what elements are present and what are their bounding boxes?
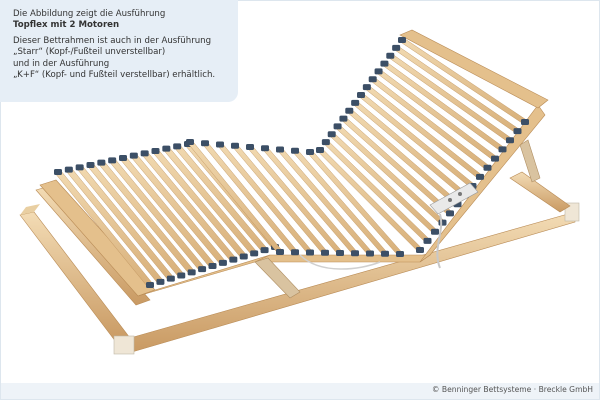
slat-cap bbox=[119, 155, 127, 161]
caption-line-6: „K+F“ (Kopf- und Fußteil verstellbar) er… bbox=[13, 70, 216, 81]
slat-cap bbox=[368, 76, 377, 83]
slat-cap bbox=[208, 263, 217, 269]
slat bbox=[341, 116, 452, 216]
slat-cap bbox=[396, 251, 404, 257]
slat-cap bbox=[177, 272, 186, 279]
slat-cap bbox=[231, 142, 239, 149]
footer-strip bbox=[1, 383, 599, 399]
slat-cap bbox=[151, 148, 160, 154]
slat bbox=[335, 124, 445, 225]
slat-cap bbox=[229, 256, 238, 263]
slat-cap bbox=[108, 157, 117, 164]
slat-cap bbox=[261, 145, 269, 152]
slat-cap bbox=[156, 278, 165, 285]
slat-cap bbox=[362, 84, 371, 91]
slat-cap bbox=[483, 164, 492, 171]
slat-cap bbox=[321, 249, 329, 256]
caption-line-5: und in der Ausführung bbox=[13, 58, 110, 69]
copyright-notice: © Benninger Bettsysteme · Breckle GmbH bbox=[431, 385, 593, 394]
slat-cap bbox=[276, 249, 284, 255]
head-slats bbox=[316, 37, 529, 253]
caption-line-3: Dieser Bettrahmen ist auch in der Ausfüh… bbox=[13, 35, 212, 46]
slat-cap bbox=[491, 155, 499, 162]
slat-cap bbox=[446, 210, 454, 217]
slat-cap bbox=[260, 247, 269, 254]
slat-cap bbox=[351, 250, 359, 257]
slat bbox=[329, 132, 437, 234]
slat-cap bbox=[386, 52, 395, 59]
caption-panel: Die Abbildung zeigt die Ausführung Topfl… bbox=[0, 0, 238, 102]
support-brackets bbox=[254, 139, 541, 299]
slat-cap bbox=[306, 249, 314, 256]
slat-cap bbox=[316, 147, 324, 153]
slat-cap bbox=[438, 219, 447, 226]
slat-cap bbox=[218, 259, 227, 266]
slat-cap bbox=[162, 145, 171, 152]
slat-cap bbox=[140, 150, 149, 157]
slat-cap bbox=[374, 68, 383, 75]
slat-cap bbox=[431, 228, 439, 235]
slat-cap bbox=[306, 149, 314, 155]
slat-cap bbox=[416, 247, 424, 253]
slat-cap bbox=[129, 152, 138, 159]
slat-cap bbox=[291, 147, 299, 154]
slat-cap bbox=[513, 128, 522, 135]
slat-cap bbox=[250, 250, 259, 257]
slat-cap bbox=[392, 44, 401, 51]
slat-cap bbox=[327, 131, 336, 138]
slat-cap bbox=[476, 173, 484, 180]
slat-cap bbox=[216, 141, 224, 148]
caption-line-4: „Starr“ (Kopf-/Fußteil unverstellbar) bbox=[13, 47, 166, 58]
slat-cap bbox=[201, 140, 209, 147]
slat-cap bbox=[146, 282, 154, 288]
slat-cap bbox=[54, 169, 62, 175]
slat-cap bbox=[351, 99, 360, 106]
slat-cap bbox=[198, 266, 207, 273]
slat-cap bbox=[333, 123, 342, 130]
caption-model-name: Topflex mit 2 Motoren bbox=[13, 20, 120, 31]
slat-cap bbox=[357, 92, 365, 98]
slat-cap bbox=[186, 139, 194, 145]
slat-cap bbox=[336, 250, 344, 256]
slat-cap bbox=[366, 250, 374, 257]
slat-cap bbox=[276, 146, 284, 153]
slat-cap bbox=[339, 115, 348, 122]
motor-unit bbox=[299, 182, 479, 270]
slat-cap bbox=[246, 144, 254, 150]
slat-cap bbox=[64, 166, 73, 173]
slat-cap bbox=[321, 139, 330, 146]
slat-cap bbox=[381, 250, 389, 257]
slat-cap bbox=[506, 137, 514, 144]
slat-cap bbox=[291, 249, 299, 256]
caption-line-1: Die Abbildung zeigt die Ausführung bbox=[13, 9, 166, 19]
slat-cap bbox=[173, 143, 182, 150]
slat-cap bbox=[521, 119, 529, 125]
slat-cap bbox=[239, 253, 248, 260]
slat-cap bbox=[86, 162, 95, 168]
slat-cap bbox=[423, 237, 432, 244]
middle-slats bbox=[186, 139, 404, 257]
slat-cap bbox=[187, 269, 196, 276]
slat-cap bbox=[498, 146, 507, 153]
slat-cap bbox=[75, 164, 84, 171]
slat-cap bbox=[97, 159, 106, 166]
slat-cap bbox=[398, 37, 406, 43]
slat-cap bbox=[345, 107, 354, 114]
slat-cap bbox=[166, 275, 175, 282]
slat-cap bbox=[380, 60, 389, 67]
foot-slats bbox=[54, 141, 279, 288]
